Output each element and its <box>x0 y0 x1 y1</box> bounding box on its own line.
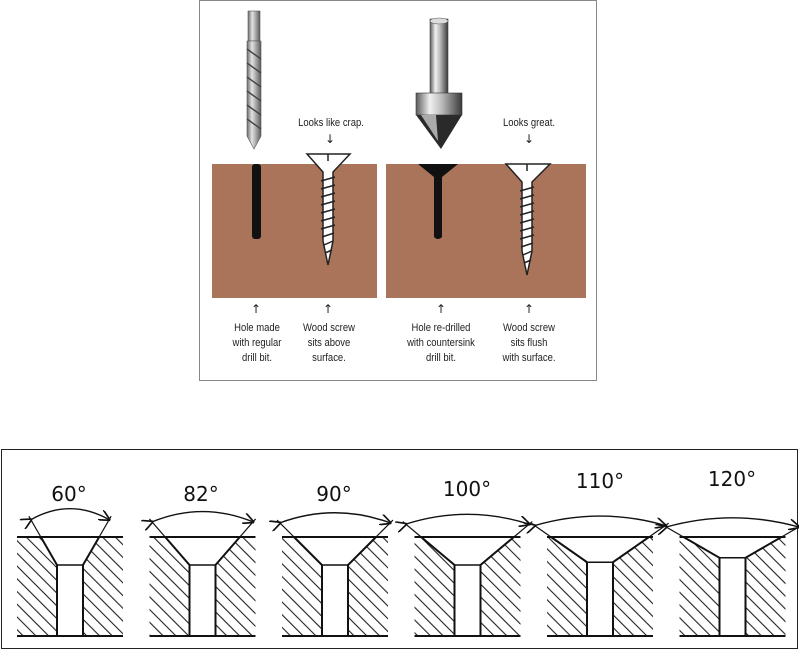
angle-label-90: 90° <box>316 482 352 506</box>
extension-line <box>276 519 295 538</box>
angle-label-110: 110° <box>575 469 625 493</box>
extension-line <box>513 521 533 538</box>
arrow-down-icon: ↓ <box>325 132 336 146</box>
extension-line <box>530 522 552 538</box>
screw-above-icon <box>305 153 352 266</box>
hatched-material <box>745 537 786 636</box>
angle-label-60: 60° <box>51 482 87 506</box>
wood-block-right <box>386 164 586 298</box>
arrow-up-icon: ↑ <box>524 302 535 316</box>
drill-bit-icon <box>246 10 262 150</box>
hatched-material <box>215 537 256 636</box>
extension-line <box>402 521 422 538</box>
callout-looks-like-crap: Looks like crap. <box>298 117 364 129</box>
screw-flush-icon <box>504 163 552 276</box>
angle-label-120: 120° <box>707 467 757 491</box>
countersink-angles-panel: 60° 82° 90° 100° 110° 120° <box>1 449 799 649</box>
countersink-angles-graphic <box>17 507 799 637</box>
wood-block-left <box>212 164 377 298</box>
hatched-material <box>17 537 57 636</box>
hatched-material <box>414 537 455 636</box>
extension-line <box>148 518 166 538</box>
arrow-up-icon: ↑ <box>251 302 262 316</box>
hatched-material <box>679 537 720 636</box>
extension-line <box>98 515 112 538</box>
angle-arc <box>152 510 253 522</box>
hatched-material <box>83 537 123 636</box>
angle-arc <box>406 513 529 524</box>
angle-label-100: 100° <box>442 477 492 501</box>
extension-line <box>648 522 670 538</box>
caption-countersink-hole: Hole re-drilled with countersink drill b… <box>407 322 475 364</box>
hatched-material <box>348 537 388 636</box>
arrow-up-icon: ↑ <box>436 302 447 316</box>
straight-hole <box>252 164 261 239</box>
hatched-material <box>613 537 653 636</box>
countersink-bit-icon <box>415 17 463 149</box>
extension-line <box>662 524 684 538</box>
caption-screw-flush: Wood screw sits flush with surface. <box>502 322 556 364</box>
hatched-material <box>149 537 190 636</box>
arrow-up-icon: ↑ <box>323 302 334 316</box>
hatched-material <box>282 537 322 636</box>
extension-line <box>239 518 257 538</box>
angle-arc <box>31 507 109 520</box>
angle-arc <box>280 512 390 523</box>
arrow-down-icon: ↓ <box>524 132 535 146</box>
countersunk-hole <box>418 164 458 239</box>
countersink-illustration-graphic <box>212 10 586 298</box>
countersink-illustration: Looks like crap. ↓ Looks great. ↓ ↑ ↑ ↑ … <box>199 0 597 381</box>
caption-regular-hole: Hole made with regular drill bit. <box>232 322 282 364</box>
angle-arc <box>666 517 799 527</box>
hatched-material <box>480 537 521 636</box>
angle-label-82: 82° <box>183 482 219 506</box>
angle-arc <box>535 515 666 526</box>
hatched-material <box>547 537 587 636</box>
callout-looks-great: Looks great. <box>502 117 556 129</box>
caption-screw-above: Wood screw sits above surface. <box>303 322 355 364</box>
extension-line <box>375 519 394 538</box>
extension-line <box>28 515 42 538</box>
